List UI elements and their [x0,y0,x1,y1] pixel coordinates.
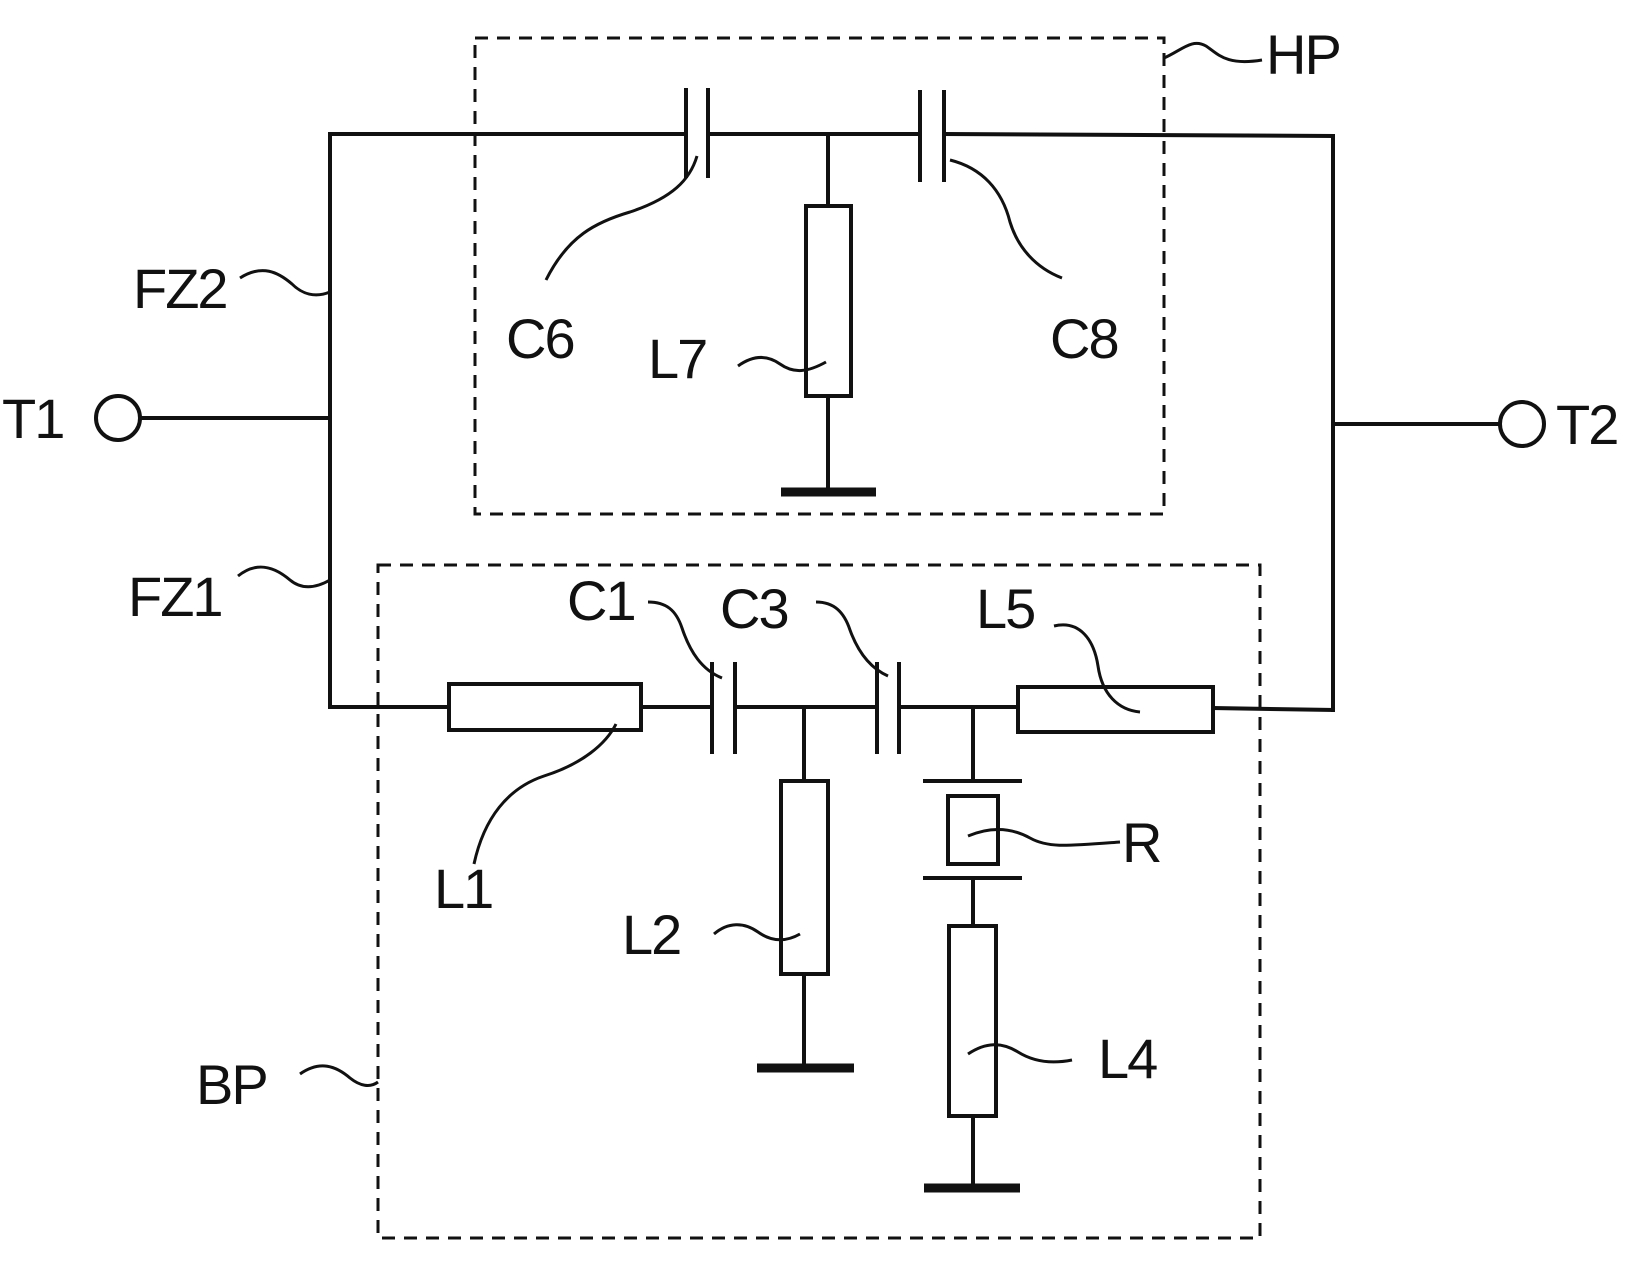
label-c1: C1 [567,569,635,632]
inductor-l2 [781,707,828,1067]
hp-branch-wire [330,134,1333,136]
leader-fz1 [238,567,330,587]
label-c3: C3 [720,577,788,640]
label-l2: L2 [622,903,680,966]
inductor-l1 [449,684,641,730]
label-l1: L1 [434,857,492,920]
label-l4: L4 [1098,1027,1157,1090]
leader-hp [1164,43,1262,61]
leader-fz2 [240,271,330,295]
capacitor-c6 [686,88,708,178]
label-bp: BP [196,1053,267,1116]
capacitor-c8 [920,90,944,182]
resonator-r [923,707,1022,926]
label-l5: L5 [976,577,1034,640]
label-t2: T2 [1556,393,1617,456]
label-hp: HP [1266,23,1340,86]
label-fz2: FZ2 [133,257,227,320]
inductor-l4 [949,926,996,1186]
leader-l1 [474,724,616,864]
label-r: R [1122,811,1160,874]
label-l7: L7 [648,327,706,390]
label-t1: T1 [2,387,63,450]
inductor-l7 [806,134,851,490]
label-fz1: FZ1 [128,565,222,628]
leader-c8 [950,160,1062,278]
leader-bp [300,1066,378,1086]
label-c6: C6 [506,307,574,370]
leader-c6 [546,156,697,280]
terminal-t1 [96,396,330,440]
inductor-l5 [1018,687,1213,732]
label-c8: C8 [1050,307,1118,370]
terminal-t2 [1333,402,1544,446]
